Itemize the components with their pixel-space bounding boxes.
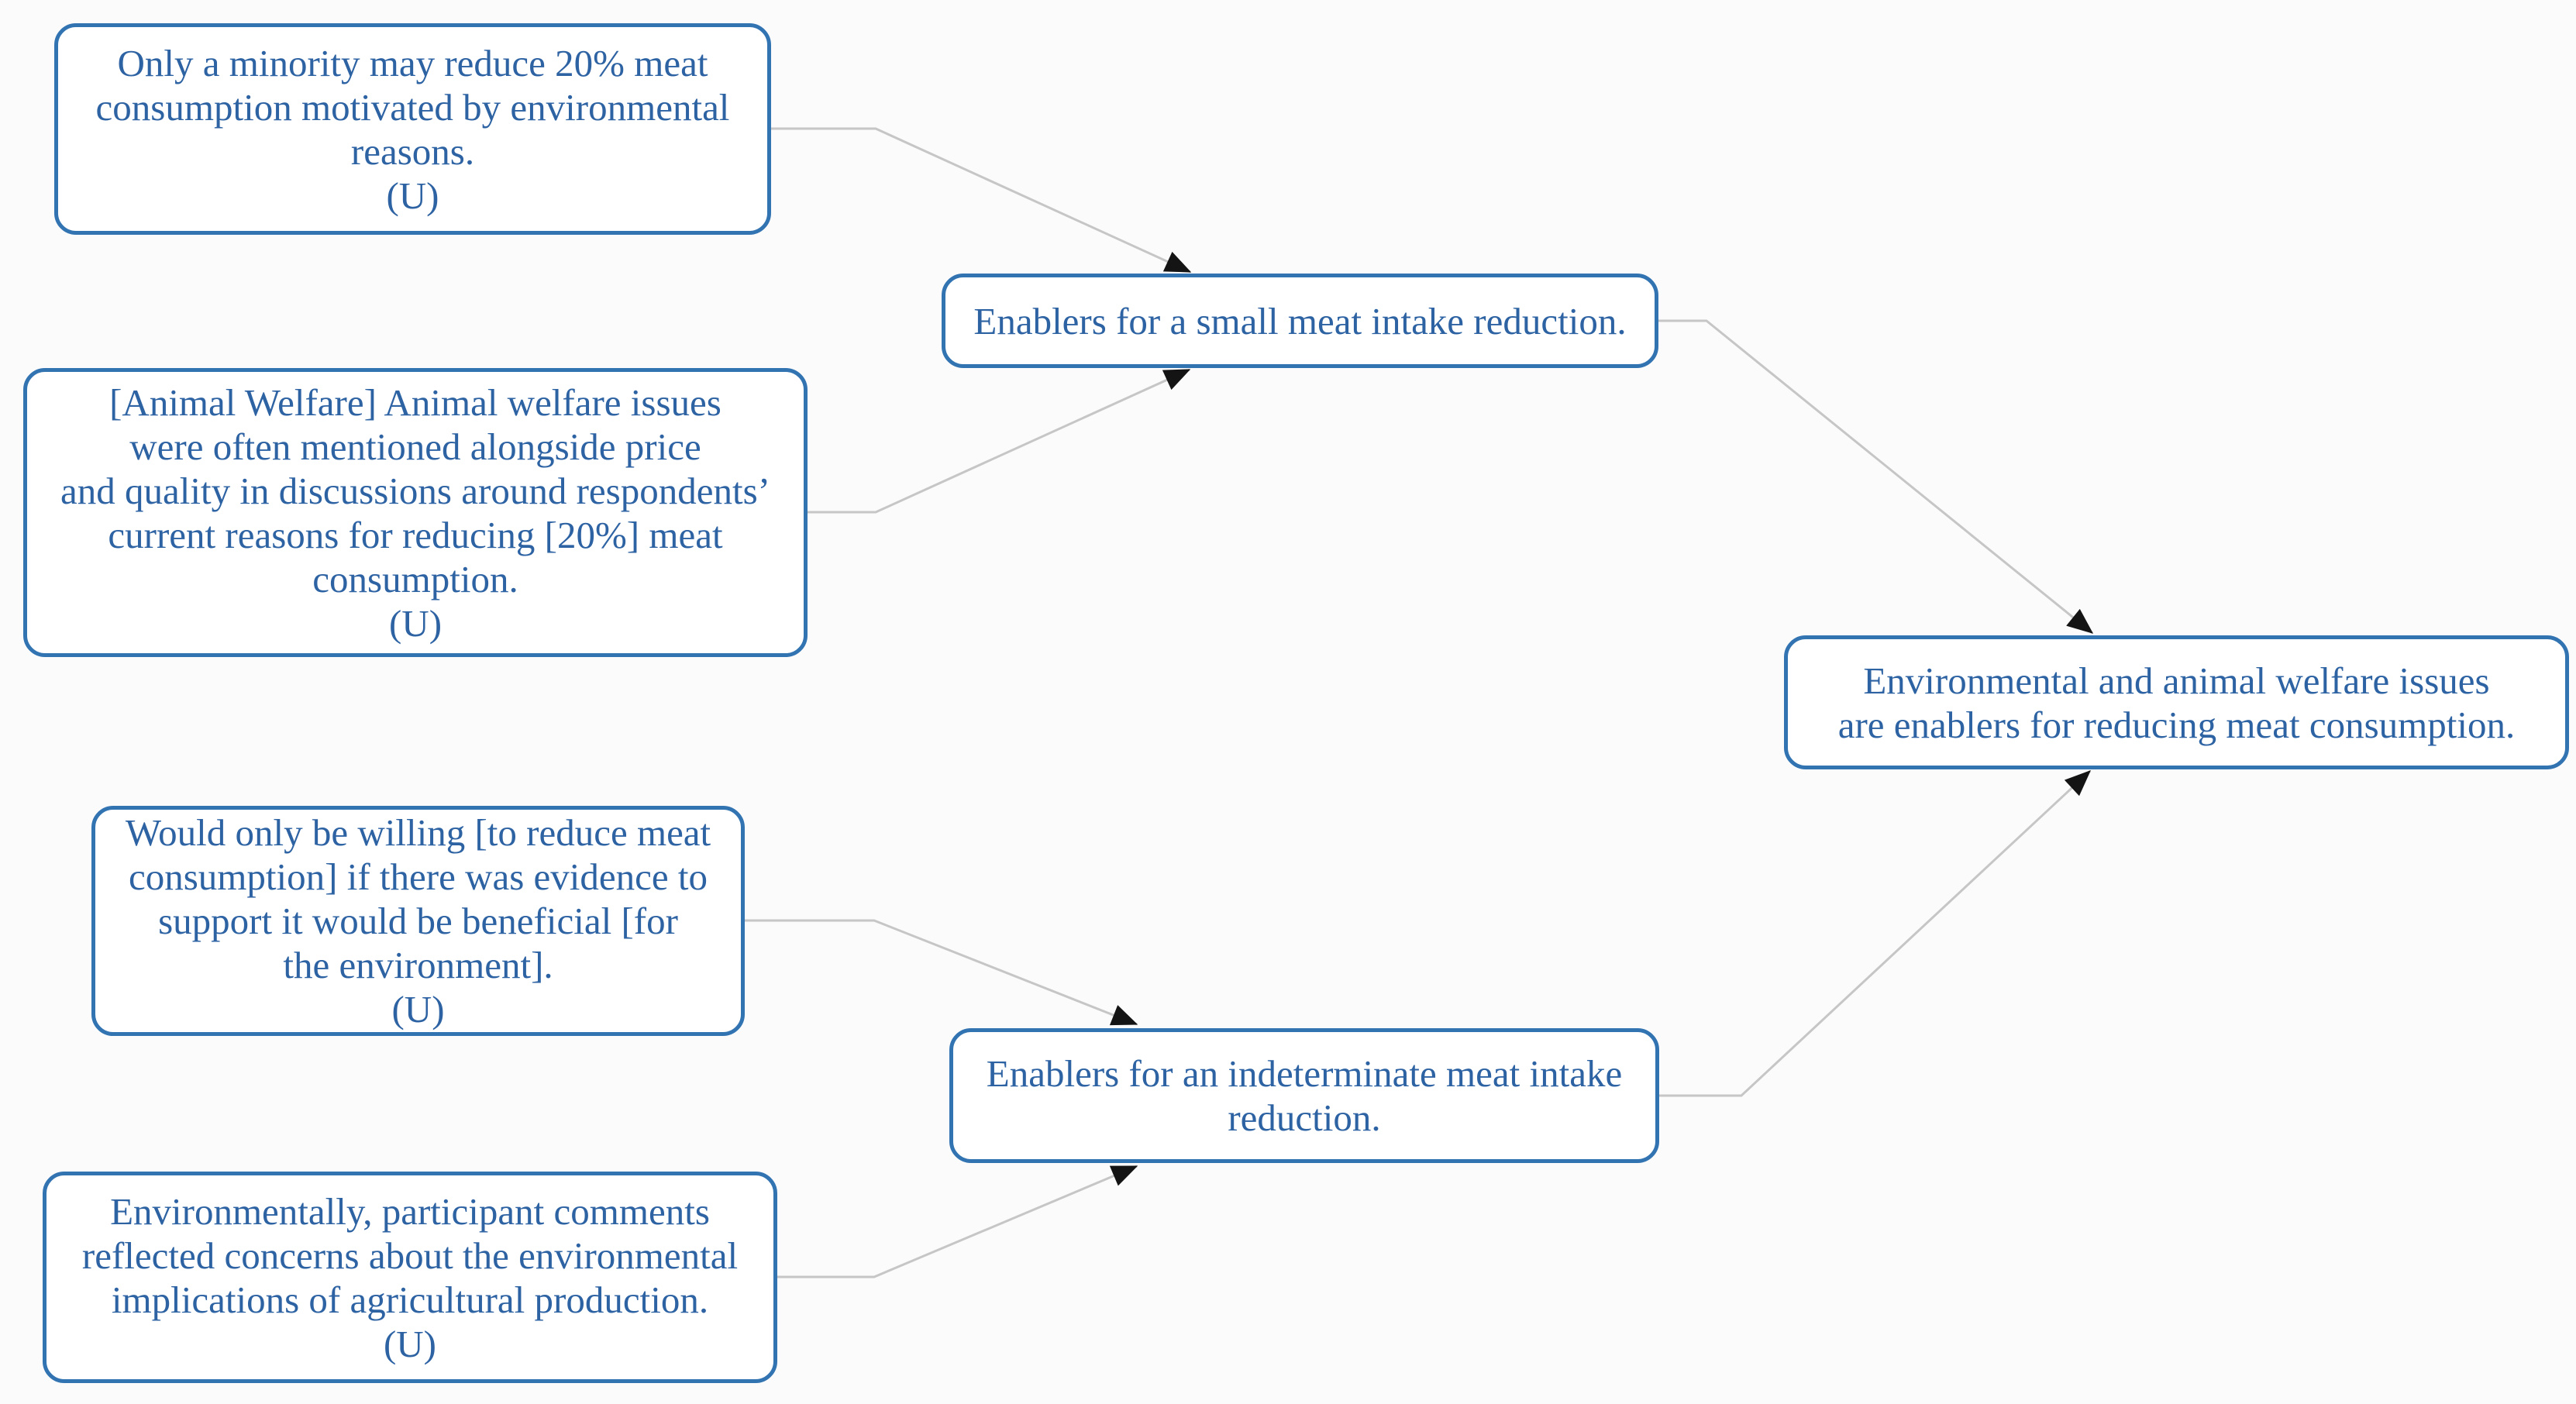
connector-environmental-concerns-to-enablers-indeterminate (777, 1165, 1138, 1278)
node-animal-welfare-text: [Animal Welfare] Animal welfare issues w… (60, 380, 770, 645)
node-environmental-concerns-text: Environmentally, participant comments re… (81, 1189, 739, 1365)
node-minority-reduce-text: Only a minority may reduce 20% meat cons… (95, 41, 730, 217)
connector-enablers-small-to-conclusion (1658, 319, 2094, 635)
node-enablers-small-text: Enablers for a small meat intake reducti… (973, 299, 1627, 342)
node-enablers-small: Enablers for a small meat intake reducti… (942, 274, 1658, 368)
node-evidence-willing: Would only be willing [to reduce meat co… (91, 806, 745, 1036)
connector-evidence-to-enablers-indeterminate (745, 919, 1138, 1026)
node-conclusion-text: Environmental and animal welfare issues … (1837, 659, 2516, 746)
connector-enablers-indeterminate-to-conclusion (1659, 769, 2092, 1097)
node-animal-welfare: [Animal Welfare] Animal welfare issues w… (23, 368, 808, 657)
node-environmental-concerns: Environmentally, participant comments re… (43, 1172, 777, 1383)
node-enablers-indeterminate-text: Enablers for an indeterminate meat intak… (986, 1052, 1623, 1139)
node-evidence-willing-text: Would only be willing [to reduce meat co… (125, 811, 711, 1031)
connector-minority-to-enablers-small (771, 127, 1192, 274)
node-enablers-indeterminate: Enablers for an indeterminate meat intak… (949, 1028, 1659, 1163)
node-conclusion: Environmental and animal welfare issues … (1784, 635, 2569, 769)
connector-animal-welfare-to-enablers-small (808, 368, 1191, 514)
node-minority-reduce: Only a minority may reduce 20% meat cons… (54, 23, 771, 235)
